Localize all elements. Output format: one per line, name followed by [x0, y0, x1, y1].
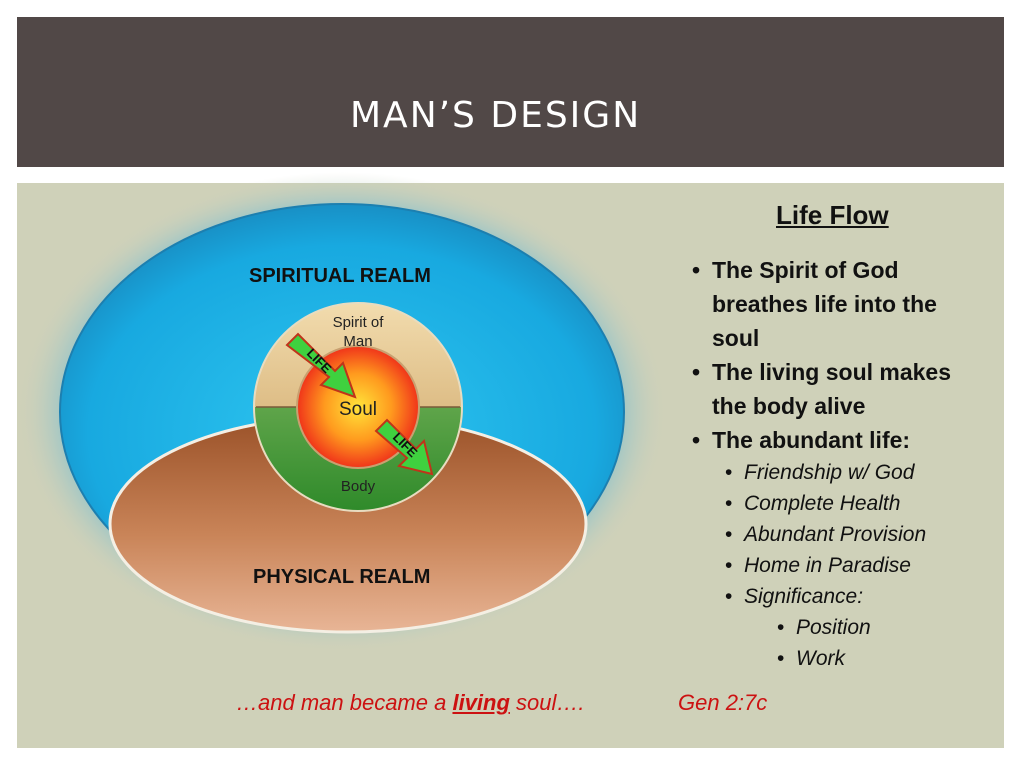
soul-label: Soul: [338, 399, 378, 420]
title-bar: MAN’S DESIGN: [17, 17, 1004, 167]
quote-after: soul….: [509, 690, 585, 715]
life-flow-item: Abundant Provision: [690, 519, 1010, 550]
life-flow-title: Life Flow: [776, 200, 889, 230]
slide-title: MAN’S DESIGN: [350, 95, 642, 136]
body-label: Body: [340, 478, 376, 495]
genesis-quote: …and man became a living soul….: [236, 690, 585, 716]
life-flow-item: the body alive: [712, 393, 866, 419]
scripture-reference: Gen 2:7c: [678, 690, 768, 715]
life-flow-item: Friendship w/ God: [690, 457, 1010, 488]
spirit-of-text: Spirit of: [332, 314, 384, 331]
spirit-of-man-label: Spirit of Man: [318, 313, 398, 351]
life-flow-item: Work: [690, 643, 1010, 674]
life-flow-item: The abundant life:: [690, 423, 1010, 457]
life-flow-item: soul: [712, 325, 760, 351]
spiritual-realm-label: SPIRITUAL REALM: [249, 265, 431, 287]
quote-emphasis: living: [452, 690, 510, 715]
life-flow-item: Complete Health: [690, 488, 1010, 519]
life-flow-item: Position: [690, 612, 1010, 643]
life-flow-item: breathes life into the: [712, 291, 937, 317]
life-flow-item: Home in Paradise: [690, 550, 1010, 581]
life-flow-item: The Spirit of God: [690, 253, 1010, 287]
quote-before: …and man became a: [236, 690, 453, 715]
life-flow-item: The living soul makes: [690, 355, 1010, 389]
man-text: Man: [343, 333, 373, 350]
physical-realm-label: PHYSICAL REALM: [253, 566, 431, 588]
life-flow-list: The Spirit of God breathes life into the s…: [690, 253, 1010, 674]
life-arrow-soul-to-body: LIFE: [374, 418, 434, 476]
life-flow-item: Significance:: [690, 581, 1010, 612]
